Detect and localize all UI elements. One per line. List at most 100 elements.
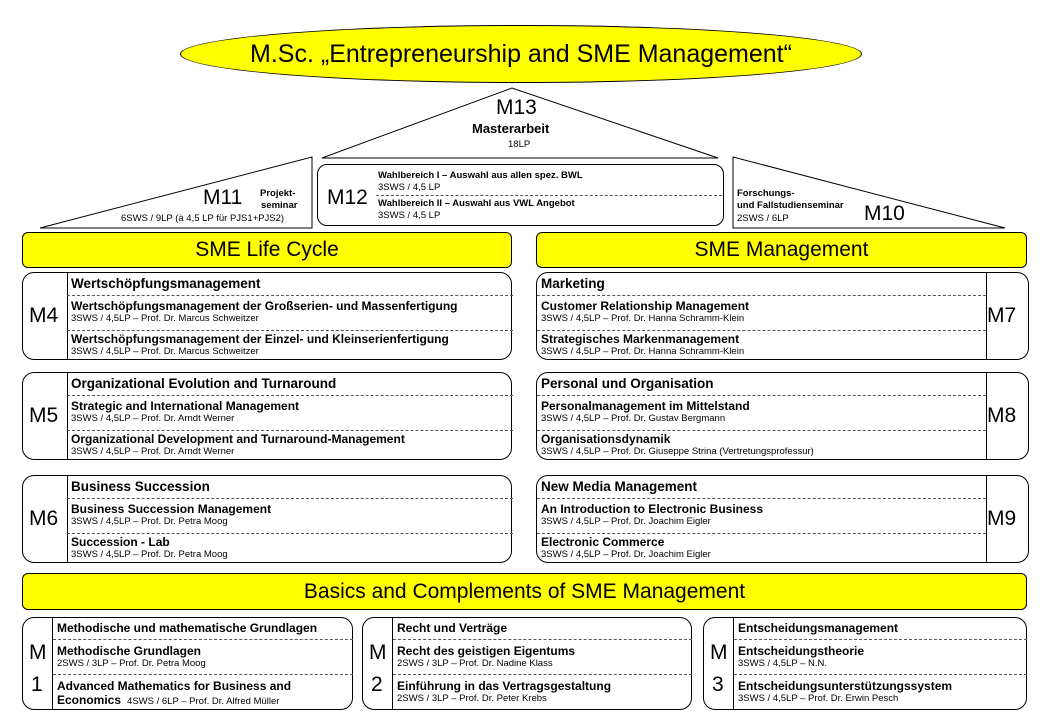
course-details: 3SWS / 4,5LP – Prof. Dr. Joachim Eigler bbox=[541, 549, 711, 560]
module-m6-divider bbox=[67, 476, 68, 562]
m13-credits: 18LP bbox=[508, 139, 531, 150]
course-details: 3SWS / 4,5LP – N.N. bbox=[738, 658, 828, 669]
module-m4-course-row: Wertschöpfungsmanagement der Einzel- und… bbox=[67, 331, 513, 360]
m12-code: M12 bbox=[327, 186, 368, 209]
bottom-module-1-code-b: 1 bbox=[31, 673, 43, 696]
m12-row-2: Wahlbereich II – Auswahl aus VWL Angebot… bbox=[376, 196, 722, 224]
course-details: 3SWS / 4,5LP – Prof. Dr. Arndt Werner bbox=[71, 413, 235, 424]
course-title: Wertschöpfungsmanagement der Großserien-… bbox=[71, 299, 458, 313]
m10-name-1: Forschungs- bbox=[737, 188, 795, 199]
module-m4-code: M4 bbox=[29, 304, 59, 327]
course-title: Organisationsdynamik bbox=[541, 432, 671, 446]
course-title: Business Succession Management bbox=[71, 502, 272, 516]
module-m7-header: Marketing bbox=[541, 276, 605, 291]
module-m9-header: New Media Management bbox=[541, 479, 698, 494]
course-details: 3SWS / 4,5LP – Prof. Dr. Petra Moog bbox=[71, 549, 228, 560]
module-m6-header-row: Business Succession bbox=[67, 476, 513, 499]
module-m8-code: M8 bbox=[987, 404, 1017, 427]
module-m5-course-row: Organizational Development and Turnaroun… bbox=[67, 431, 513, 460]
m13-name: Masterarbeit bbox=[472, 121, 550, 136]
module-m5-header: Organizational Evolution and Turnaround bbox=[71, 376, 337, 391]
m10-code: M10 bbox=[864, 202, 905, 225]
course-details: 3SWS / 4,5LP – Prof. Dr. Marcus Schweitz… bbox=[71, 346, 259, 357]
module-m4-header-row: Wertschöpfungsmanagement bbox=[67, 273, 513, 296]
m10-wedge bbox=[732, 156, 1006, 229]
module-m5-header-row: Organizational Evolution and Turnaround bbox=[67, 373, 513, 396]
module-m8-header: Personal und Organisation bbox=[541, 376, 714, 391]
course-details: 3SWS / 4,5LP – Prof. Dr. Gustav Bergmann bbox=[541, 413, 726, 424]
course-title: Methodische Grundlagen bbox=[57, 644, 202, 658]
bottom-module-3-divider bbox=[733, 618, 734, 709]
course-details: 3SWS / 4,5LP – Prof. Dr. Giuseppe Strina… bbox=[541, 446, 814, 457]
course-details: 2SWS / 3LP – Prof. Dr. Peter Krebs bbox=[397, 693, 547, 704]
m11-name-2: seminar bbox=[261, 200, 298, 211]
m12-row-2-title: Wahlbereich II – Auswahl aus VWL Angebot bbox=[378, 198, 575, 209]
module-m5-box: M5 Organizational Evolution and Turnaroun… bbox=[22, 372, 513, 460]
m11-wedge bbox=[39, 156, 313, 229]
course-details: 2SWS / 3LP – Prof. Dr. Petra Moog bbox=[57, 658, 206, 669]
course-title: Strategisches Markenmanagement bbox=[541, 332, 740, 346]
course-title-continuation: Economics bbox=[57, 693, 122, 707]
module-m9-header-row: New Media Management bbox=[537, 476, 986, 499]
course-details: 3SWS / 4,5LP – Prof. Dr. Hanna Schramm-K… bbox=[541, 313, 745, 324]
m12-row-1: Wahlbereich I – Auswahl aus allen spez. … bbox=[376, 167, 722, 196]
module-m5-code: M5 bbox=[29, 404, 59, 427]
module-m9-divider bbox=[986, 476, 987, 562]
bottom-module-3-code-b: 3 bbox=[712, 673, 724, 696]
course-title: Succession - Lab bbox=[71, 535, 170, 549]
bottom-module-2-code-a: M bbox=[369, 641, 387, 664]
course-title: Recht des geistigen Eigentums bbox=[397, 644, 576, 658]
course-details: 3SWS / 4,5LP – Prof. Dr. Erwin Pesch bbox=[738, 693, 899, 704]
course-title: Personalmanagement im Mittelstand bbox=[541, 399, 750, 413]
module-m7-code: M7 bbox=[987, 304, 1017, 327]
m11-name-1: Projekt- bbox=[260, 188, 296, 199]
bottom-module-2-header: Recht und Verträge bbox=[397, 621, 508, 635]
course-details: 3SWS / 4,5LP – Prof. Dr. Marcus Schweitz… bbox=[71, 313, 259, 324]
module-m7-divider bbox=[986, 273, 987, 359]
m13-roof bbox=[321, 87, 719, 159]
course-title: Electronic Commerce bbox=[541, 535, 665, 549]
module-m4-header: Wertschöpfungsmanagement bbox=[71, 276, 261, 291]
course-title: Entscheidungstheorie bbox=[738, 644, 865, 658]
course-details: 3SWS / 4,5LP – Prof. Dr. Joachim Eigler bbox=[541, 516, 711, 527]
module-m5-divider bbox=[67, 373, 68, 459]
course-details: 3SWS / 4,5LP – Prof. Dr. Arndt Werner bbox=[71, 446, 235, 457]
m12-row-1-title: Wahlbereich I – Auswahl aus allen spez. … bbox=[378, 170, 583, 181]
bottom-module-1-code-a: M bbox=[29, 641, 47, 664]
bottom-module-2-header-row: Recht und Verträge bbox=[393, 618, 692, 640]
course-title: An Introduction to Electronic Business bbox=[541, 502, 764, 516]
module-m8-header-row: Personal und Organisation bbox=[537, 373, 986, 396]
course-title: Organizational Development and Turnaroun… bbox=[71, 432, 405, 446]
m12-row-1-details: 3SWS / 4,5 LP bbox=[378, 182, 441, 193]
module-m9-code: M9 bbox=[987, 507, 1017, 530]
module-m6-code: M6 bbox=[29, 507, 59, 530]
bottom-module-3-header-row: Entscheidungsmanagement bbox=[734, 618, 1027, 640]
module-m9-box: M9 New Media Management An Introduction to… bbox=[536, 475, 1029, 563]
course-title: Entscheidungsunterstützungssystem bbox=[738, 679, 953, 693]
column-right-title: SME Management bbox=[536, 232, 1027, 268]
course-title: Customer Relationship Management bbox=[541, 299, 750, 313]
m10-details: 2SWS / 6LP bbox=[737, 213, 789, 224]
module-m8-divider bbox=[986, 373, 987, 459]
module-m6-header: Business Succession bbox=[71, 479, 210, 494]
